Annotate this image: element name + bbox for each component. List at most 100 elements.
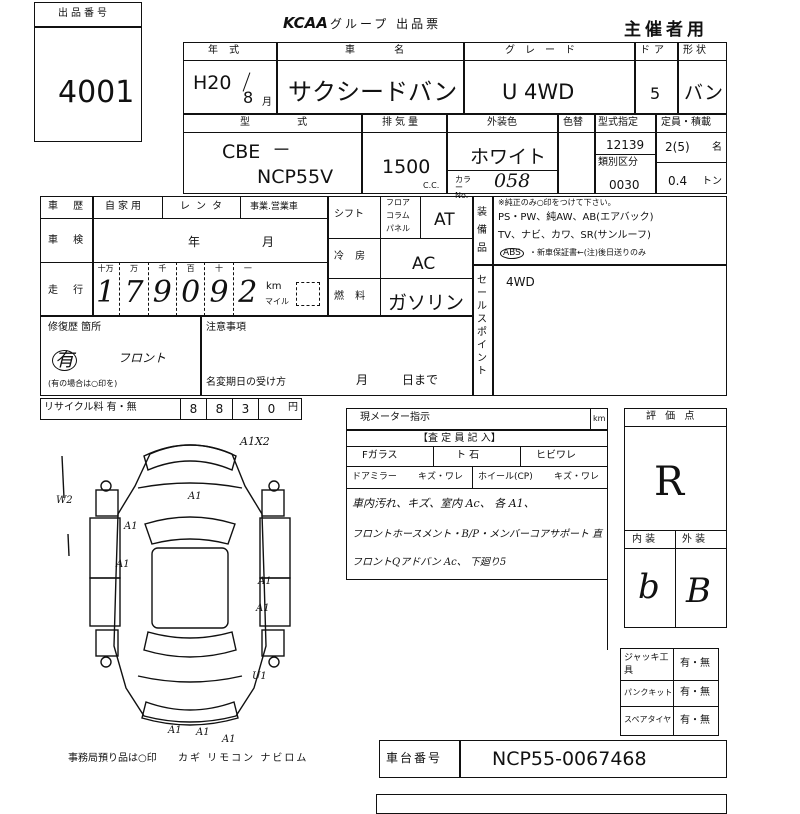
right-rear-door	[259, 577, 291, 627]
diagram-mark-rear-center: A1	[222, 734, 236, 745]
roof	[151, 547, 229, 629]
equipment-abs: ABS	[500, 248, 524, 259]
left-rear-fender	[95, 629, 119, 657]
grade-label: グレード	[505, 45, 585, 56]
displacement-value: 1500	[382, 156, 431, 178]
recycle-digit: 3	[232, 398, 258, 420]
type-no: 12139	[606, 138, 645, 152]
recycle-digit: 0	[258, 398, 284, 420]
office-items: カギ リモコン ナビロム	[178, 753, 309, 764]
chassis-number: NCP55-0067468	[492, 748, 647, 770]
inspector-box	[346, 430, 608, 580]
mileage-digit-label: 千	[158, 264, 167, 273]
load-unit: トン	[702, 176, 722, 187]
meter-box	[346, 408, 608, 430]
spec-box	[328, 196, 473, 316]
mileage-label: 走 行	[48, 285, 90, 296]
name-change-month: 月	[356, 373, 369, 387]
vehicle-row1	[183, 42, 727, 114]
score-label: 評 価 点	[646, 411, 698, 422]
front-windshield	[144, 516, 236, 545]
capacity-value: 2(5)	[665, 140, 690, 154]
recycle-digit: 8	[180, 398, 206, 420]
mileage-digit-value: 9	[209, 275, 229, 310]
car-outline	[113, 444, 267, 723]
type-designation-label: 型式指定	[598, 117, 638, 128]
diagram-mark-side: W2	[56, 495, 73, 506]
inspector-comment-3: フロントQアドバン Ac、 下廻り5	[352, 557, 507, 568]
equipment-note: ※純正のみ○印をつけて下さい。	[498, 198, 616, 207]
color-label: 外装色	[487, 117, 517, 128]
spare-label: スペアタイヤ	[624, 715, 672, 724]
class-no: 0030	[609, 178, 640, 192]
puncture-label: パンクキット	[624, 688, 673, 697]
class-label: 類別区分	[598, 157, 638, 168]
vehicle-row2	[183, 114, 727, 194]
recycle-box	[40, 398, 302, 420]
form-title: グループ 出品票	[330, 17, 442, 31]
cc-unit: C.C.	[423, 181, 440, 190]
aircon-label: 冷 房	[334, 251, 370, 262]
diagram-mark-rear-right: A1	[196, 727, 210, 738]
notes-label: 注意事項	[206, 322, 246, 333]
history-box	[40, 196, 328, 316]
model-year: H20	[193, 72, 232, 94]
left-front-fender	[95, 489, 119, 517]
trunk-line	[137, 675, 243, 683]
diagram-mark-left-door: A1	[116, 559, 130, 570]
diagram-mark-front: A1X2	[240, 435, 270, 448]
name-label: 車 名	[345, 45, 423, 56]
mileage-digit-value: 7	[124, 275, 144, 310]
month-unit: 月	[262, 97, 272, 108]
color-change-label: 色替	[563, 117, 583, 128]
diagram-mark-hood: A1	[188, 491, 202, 502]
meter-label: 現メーター指示	[360, 412, 430, 423]
selling-point-label: セールスポイント	[477, 275, 487, 377]
right-front-wheel	[268, 480, 280, 492]
shift-option-column: コラム	[386, 211, 410, 220]
car-name: サクシードバン	[288, 78, 458, 106]
load-value: 0.4	[668, 174, 688, 188]
repair-location: フロント	[118, 351, 167, 365]
chassis-box	[379, 740, 727, 778]
shape-value: バン	[684, 82, 723, 104]
mileage-digit-value: 1	[96, 275, 116, 310]
mirror-label: ドアミラー	[352, 472, 397, 482]
mileage-digit-value: 0	[181, 275, 201, 310]
organizer-copy: 主催者用	[624, 20, 708, 40]
mileage-digit-0: 十万 1	[92, 262, 121, 316]
displacement-label: 排気量	[382, 117, 421, 128]
equipment-line2: TV、ナビ、カワ、SR(サンルーフ)	[498, 230, 651, 241]
lot-box	[34, 2, 142, 142]
history-private: 自家用	[105, 201, 144, 212]
color-value: ホワイト	[470, 146, 547, 168]
score-value: R	[654, 459, 685, 505]
office-note: 事務局預り品は○印	[68, 753, 157, 764]
history-rental: レンタ	[180, 201, 228, 212]
diagram-mark-rear-left: A1	[168, 725, 182, 736]
brand-logo: KCAA	[283, 14, 328, 32]
mile-checkbox	[296, 282, 320, 306]
left-rear-door	[89, 577, 121, 627]
rear-window	[143, 631, 237, 658]
bottom-box	[376, 794, 727, 814]
inspection-label: 車 検	[48, 235, 90, 246]
diagram-mark-left-fender: A1	[124, 521, 138, 532]
right-rear-wheel	[268, 656, 280, 668]
repair-note: (有の場合は○印を)	[48, 379, 118, 388]
year-label: 年 式	[208, 45, 244, 56]
diagram-mark-right-door: A1	[258, 576, 272, 587]
grade-value: U 4WD	[502, 80, 575, 104]
glass-crack: ヒビワレ	[536, 450, 576, 461]
color-no-label: カラー No.	[455, 175, 471, 200]
mileage-digit-label: 十万	[97, 264, 114, 273]
model-prefix: CBE	[222, 141, 261, 163]
chassis-label: 車台番号	[386, 751, 443, 765]
model-label: 型 式	[240, 117, 330, 128]
hood-line	[137, 482, 243, 489]
